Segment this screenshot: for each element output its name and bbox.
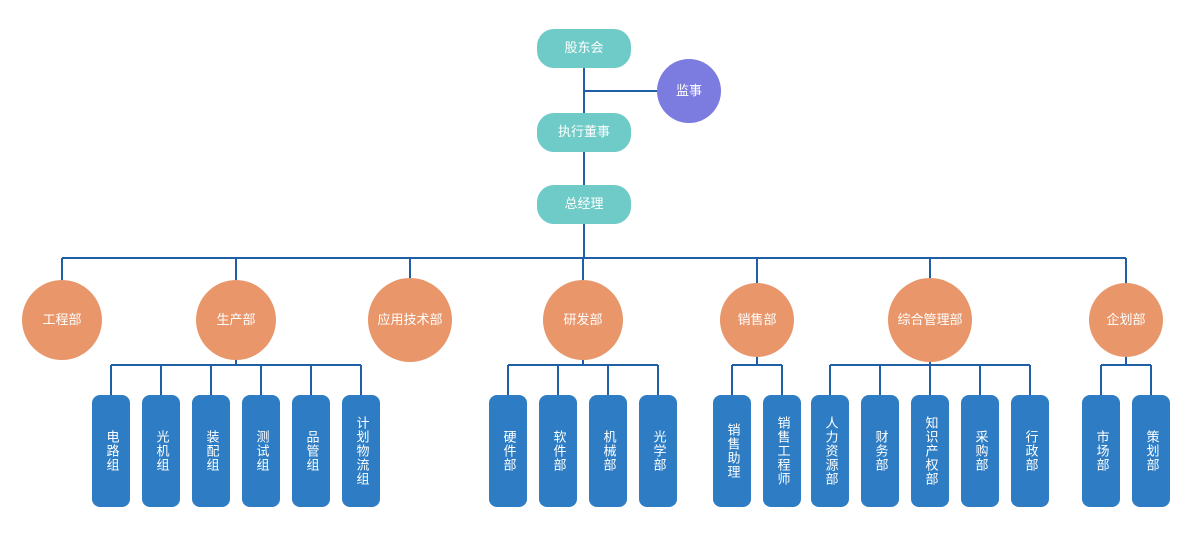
node-team-5-3[interactable]: 采购部 <box>961 395 999 507</box>
node-team-5-1-label: 财务部 <box>873 430 889 472</box>
connector-leaf-1-2 <box>210 365 212 395</box>
node-department-1-label: 生产部 <box>216 311 256 327</box>
node-team-1-4-label: 品管组 <box>304 430 320 472</box>
connector-leaf-3-3 <box>657 365 659 395</box>
node-team-3-2[interactable]: 机械部 <box>589 395 627 507</box>
connector-bus-to-0 <box>61 258 63 280</box>
node-team-1-3-label: 测试组 <box>254 430 270 472</box>
connector-leaf-1-4 <box>310 365 312 395</box>
connector-leaf-5-1 <box>879 365 881 395</box>
node-team-5-0[interactable]: 人力资源部 <box>811 395 849 507</box>
connector-bus-to-1 <box>235 258 237 280</box>
node-team-4-0-label: 销售助理 <box>725 423 741 479</box>
connector-sub-bus-4 <box>732 364 782 366</box>
node-team-4-1[interactable]: 销售工程师 <box>763 395 801 507</box>
connector-leaf-5-3 <box>979 365 981 395</box>
connector-bus-to-2 <box>409 258 411 278</box>
node-team-1-4[interactable]: 品管组 <box>292 395 330 507</box>
connector-leaf-3-2 <box>607 365 609 395</box>
connector-dept-drop-5 <box>929 362 931 365</box>
node-team-1-1[interactable]: 光机组 <box>142 395 180 507</box>
node-department-6-label: 企划部 <box>1106 311 1146 327</box>
connector-main-bus <box>62 257 1126 259</box>
node-team-1-2[interactable]: 装配组 <box>192 395 230 507</box>
node-team-5-2[interactable]: 知识产权部 <box>911 395 949 507</box>
node-department-3-label: 研发部 <box>563 311 603 327</box>
node-team-5-2-label: 知识产权部 <box>923 416 939 486</box>
node-general-manager-label: 总经理 <box>564 196 604 212</box>
connector-sub-bus-6 <box>1101 364 1151 366</box>
node-team-5-4[interactable]: 行政部 <box>1011 395 1049 507</box>
node-team-3-1-label: 软件部 <box>551 430 567 472</box>
node-team-4-0[interactable]: 销售助理 <box>713 395 751 507</box>
node-department-5-label: 综合管理部 <box>897 311 963 327</box>
node-team-3-1[interactable]: 软件部 <box>539 395 577 507</box>
connector-executive-gm <box>583 152 585 185</box>
node-team-1-5-label: 计划物流组 <box>354 416 370 486</box>
node-team-5-0-label: 人力资源部 <box>823 416 839 486</box>
connector-leaf-5-0 <box>829 365 831 395</box>
node-department-5[interactable]: 综合管理部 <box>888 278 972 362</box>
connector-bus-to-4 <box>756 258 758 283</box>
node-team-5-3-label: 采购部 <box>973 430 989 472</box>
node-team-5-4-label: 行政部 <box>1023 430 1039 472</box>
node-department-2-label: 应用技术部 <box>377 311 443 327</box>
connector-leaf-6-0 <box>1100 365 1102 395</box>
node-team-3-0-label: 硬件部 <box>501 430 517 472</box>
node-team-5-1[interactable]: 财务部 <box>861 395 899 507</box>
node-department-1[interactable]: 生产部 <box>196 280 276 360</box>
node-team-6-0[interactable]: 市场部 <box>1082 395 1120 507</box>
connector-leaf-3-0 <box>507 365 509 395</box>
connector-sub-bus-1 <box>111 364 361 366</box>
connector-leaf-5-4 <box>1029 365 1031 395</box>
node-team-6-0-label: 市场部 <box>1094 430 1110 472</box>
connector-leaf-5-2 <box>929 365 931 395</box>
node-supervisor-label: 监事 <box>675 82 702 98</box>
node-department-3[interactable]: 研发部 <box>543 280 623 360</box>
connector-leaf-1-5 <box>360 365 362 395</box>
node-executive-director-label: 执行董事 <box>557 124 610 140</box>
node-department-0-label: 工程部 <box>42 311 82 327</box>
node-department-2[interactable]: 应用技术部 <box>368 278 452 362</box>
node-team-4-1-label: 销售工程师 <box>775 416 791 486</box>
node-team-3-3[interactable]: 光学部 <box>639 395 677 507</box>
node-team-1-5[interactable]: 计划物流组 <box>342 395 380 507</box>
node-team-1-1-label: 光机组 <box>154 430 170 472</box>
node-team-3-3-label: 光学部 <box>651 430 667 472</box>
connector-dept-drop-1 <box>235 360 237 365</box>
connector-bus-to-3 <box>582 258 584 280</box>
connector-bus-to-6 <box>1125 258 1127 283</box>
connector-dept-drop-4 <box>756 357 758 365</box>
connector-leaf-6-1 <box>1150 365 1152 395</box>
connector-gm-bus <box>583 224 585 258</box>
node-shareholders-label: 股东会 <box>564 40 604 56</box>
connector-supervisor <box>584 90 657 92</box>
node-executive-director[interactable]: 执行董事 <box>537 113 631 152</box>
node-team-1-0[interactable]: 电路组 <box>92 395 130 507</box>
connector-leaf-4-1 <box>781 365 783 395</box>
connector-dept-drop-3 <box>582 360 584 365</box>
node-team-1-0-label: 电路组 <box>104 430 120 472</box>
node-team-1-3[interactable]: 测试组 <box>242 395 280 507</box>
node-team-1-2-label: 装配组 <box>204 430 220 472</box>
node-department-4-label: 销售部 <box>737 311 777 327</box>
connector-leaf-1-3 <box>260 365 262 395</box>
node-team-6-1-label: 策划部 <box>1144 430 1160 472</box>
node-department-6[interactable]: 企划部 <box>1089 283 1163 357</box>
node-team-3-0[interactable]: 硬件部 <box>489 395 527 507</box>
connector-leaf-1-1 <box>160 365 162 395</box>
node-team-6-1[interactable]: 策划部 <box>1132 395 1170 507</box>
node-department-0[interactable]: 工程部 <box>22 280 102 360</box>
connector-leaf-4-0 <box>731 365 733 395</box>
connector-sub-bus-3 <box>508 364 658 366</box>
connector-leaf-1-0 <box>110 365 112 395</box>
connector-bus-to-5 <box>929 258 931 278</box>
connector-dept-drop-6 <box>1125 357 1127 365</box>
node-supervisor[interactable]: 监事 <box>657 59 721 123</box>
node-general-manager[interactable]: 总经理 <box>537 185 631 224</box>
node-team-3-2-label: 机械部 <box>601 430 617 472</box>
connector-leaf-3-1 <box>557 365 559 395</box>
node-shareholders[interactable]: 股东会 <box>537 29 631 68</box>
node-department-4[interactable]: 销售部 <box>720 283 794 357</box>
